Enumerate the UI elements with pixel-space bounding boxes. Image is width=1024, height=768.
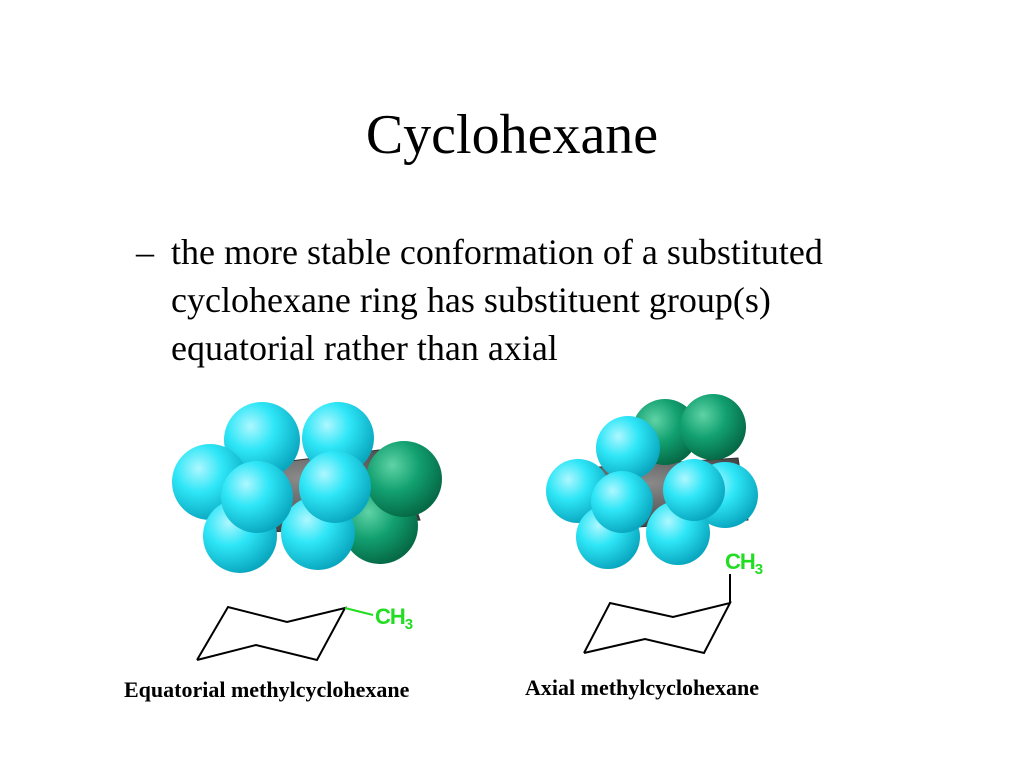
equatorial-ch3-label: CH3 xyxy=(375,604,413,633)
axial-chair-structure xyxy=(583,574,732,655)
ch3-text: CH xyxy=(725,549,756,574)
axial-caption: Axial methylcyclohexane xyxy=(525,675,760,700)
ch3-subscript: 3 xyxy=(754,561,763,578)
equatorial-space-filling-model xyxy=(172,402,442,573)
bullet-text: the more stable conformation of a substi… xyxy=(171,232,823,368)
ch3-subscript: 3 xyxy=(404,616,413,633)
axial-ch3-label: CH3 xyxy=(725,549,763,578)
slide-title: Cyclohexane xyxy=(365,104,659,166)
ch3-text: CH xyxy=(375,604,406,629)
axial-space-filling-model xyxy=(546,394,758,569)
equatorial-caption: Equatorial methylcyclohexane xyxy=(124,677,410,702)
bullet-dash: – xyxy=(136,232,154,272)
equatorial-chair-structure xyxy=(196,605,374,662)
